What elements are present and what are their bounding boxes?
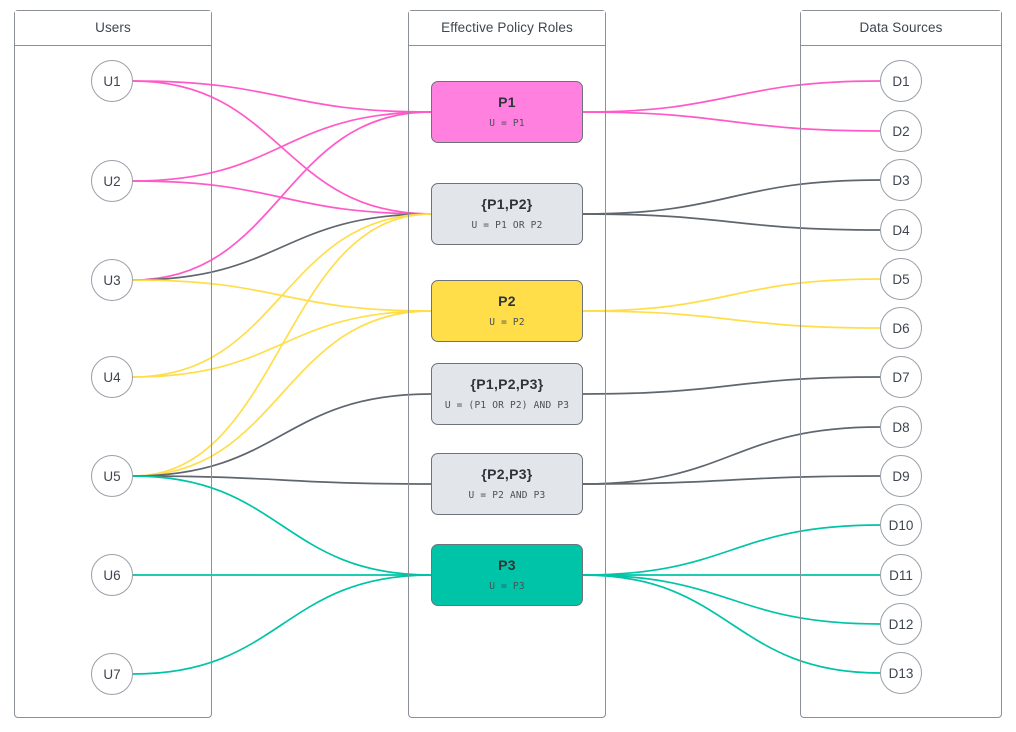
source-node-d8[interactable]: D8 (880, 406, 922, 448)
user-node-u3[interactable]: U3 (91, 259, 133, 301)
user-node-label: U5 (103, 468, 121, 484)
policy-box-p3[interactable]: P3 U = P3 (431, 544, 583, 606)
source-node-label: D7 (892, 369, 910, 385)
policy-box-title: P3 (498, 557, 516, 574)
policy-box-title: P1 (498, 94, 516, 111)
panel-sources: Data Sources (800, 10, 1002, 718)
source-node-label: D11 (889, 567, 913, 583)
panel-policies-title: Effective Policy Roles (409, 11, 605, 46)
source-node-label: D4 (892, 222, 910, 238)
policy-box-p1[interactable]: P1 U = P1 (431, 81, 583, 143)
policy-box-p1p2[interactable]: {P1,P2} U = P1 OR P2 (431, 183, 583, 245)
user-node-u7[interactable]: U7 (91, 653, 133, 695)
source-node-d10[interactable]: D10 (880, 504, 922, 546)
source-node-d3[interactable]: D3 (880, 159, 922, 201)
source-node-label: D10 (888, 517, 914, 533)
policy-box-expression: U = P1 OR P2 (471, 219, 543, 231)
panel-policies: Effective Policy Roles (408, 10, 606, 718)
source-node-label: D8 (892, 419, 910, 435)
policy-box-title: P2 (498, 293, 516, 310)
source-node-label: D6 (892, 320, 910, 336)
user-node-label: U1 (103, 73, 121, 89)
source-node-d11[interactable]: D11 (880, 554, 922, 596)
policy-box-expression: U = P1 (489, 117, 525, 129)
policy-box-expression: U = P3 (489, 580, 525, 592)
source-node-d6[interactable]: D6 (880, 307, 922, 349)
policy-box-p2[interactable]: P2 U = P2 (431, 280, 583, 342)
source-node-label: D3 (892, 172, 910, 188)
user-node-u2[interactable]: U2 (91, 160, 133, 202)
panel-users-title: Users (15, 11, 211, 46)
policy-box-expression: U = (P1 OR P2) AND P3 (444, 399, 570, 411)
source-node-label: D2 (892, 123, 910, 139)
source-node-label: D5 (892, 271, 910, 287)
user-node-u1[interactable]: U1 (91, 60, 133, 102)
panel-users: Users (14, 10, 212, 718)
policy-box-expression: U = P2 AND P3 (468, 489, 546, 501)
user-node-label: U4 (103, 369, 121, 385)
source-node-label: D1 (892, 73, 910, 89)
source-node-d5[interactable]: D5 (880, 258, 922, 300)
user-node-label: U3 (103, 272, 121, 288)
source-node-d1[interactable]: D1 (880, 60, 922, 102)
source-node-d9[interactable]: D9 (880, 455, 922, 497)
user-node-label: U2 (103, 173, 121, 189)
policy-box-title: {P1,P2,P3} (470, 376, 544, 393)
policy-box-title: {P1,P2} (481, 196, 533, 213)
source-node-label: D12 (888, 616, 914, 632)
user-node-label: U6 (103, 567, 121, 583)
policy-box-p2p3[interactable]: {P2,P3} U = P2 AND P3 (431, 453, 583, 515)
user-node-label: U7 (103, 666, 121, 682)
source-node-d13[interactable]: D13 (880, 652, 922, 694)
source-node-label: D9 (892, 468, 910, 484)
panel-sources-title: Data Sources (801, 11, 1001, 46)
source-node-d2[interactable]: D2 (880, 110, 922, 152)
policy-box-title: {P2,P3} (481, 466, 533, 483)
policy-box-expression: U = P2 (489, 316, 525, 328)
user-node-u4[interactable]: U4 (91, 356, 133, 398)
source-node-label: D13 (888, 665, 914, 681)
user-node-u6[interactable]: U6 (91, 554, 133, 596)
user-node-u5[interactable]: U5 (91, 455, 133, 497)
source-node-d7[interactable]: D7 (880, 356, 922, 398)
source-node-d4[interactable]: D4 (880, 209, 922, 251)
policy-box-p1p2p3[interactable]: {P1,P2,P3} U = (P1 OR P2) AND P3 (431, 363, 583, 425)
source-node-d12[interactable]: D12 (880, 603, 922, 645)
